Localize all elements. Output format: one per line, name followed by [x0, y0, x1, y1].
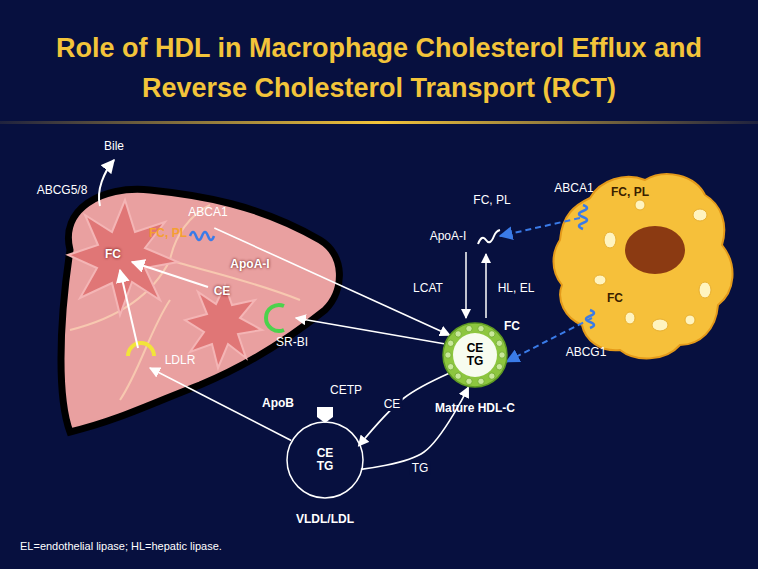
ldlr-receptor — [128, 343, 154, 356]
node-label: ApoB — [262, 397, 294, 410]
liver-illustration — [61, 160, 339, 432]
node-label: CE — [214, 285, 231, 298]
node-label: CE TG — [467, 342, 484, 368]
bile-arrow — [99, 160, 114, 206]
apoa1-molecule — [478, 230, 500, 244]
annotation-label: FC, PL — [611, 185, 649, 199]
abca1-transporter — [579, 205, 587, 229]
annotation-label: SR-BI — [276, 335, 308, 349]
annotation-label: ABCA1 — [554, 181, 593, 195]
abca1-transporter — [190, 232, 214, 240]
apob-marker — [317, 407, 333, 423]
node-label: FC — [105, 248, 121, 261]
edge-label: CE — [382, 397, 403, 411]
node-label: ApoA-I — [230, 258, 269, 271]
annotation-label: ABCA1 — [188, 205, 227, 219]
title-rule — [0, 121, 758, 124]
annotation-label: ApoA-I — [430, 229, 467, 243]
flow-arrow — [214, 228, 450, 335]
annotation-label: LCAT — [413, 281, 443, 295]
slide-title: Role of HDL in Macrophage Cholesterol Ef… — [19, 28, 739, 108]
transfer-arrow — [132, 262, 208, 287]
vldl-ldl-particle: ApoBCE TGVLDL/LDL — [286, 421, 364, 499]
transfer-arrow — [120, 270, 138, 348]
annotation-label: ABCG1 — [566, 345, 607, 359]
sr-bi-receptor — [266, 305, 284, 331]
footnote: EL=endothelial lipase; HL=hepatic lipase… — [20, 540, 222, 552]
annotation-label: FC, PL — [149, 226, 187, 240]
annotation-label: FC, PL — [473, 193, 510, 207]
node-label: VLDL/LDL — [296, 513, 354, 526]
efflux-arrow — [500, 218, 580, 236]
flow-arrow — [361, 387, 469, 469]
annotation-label: CETP — [330, 383, 362, 397]
annotation-label: HL, EL — [498, 281, 535, 295]
annotation-label: FC — [504, 319, 520, 333]
annotation-label: LDLR — [165, 353, 196, 367]
annotation-label: Bile — [104, 139, 124, 153]
lipase-arrow — [485, 254, 487, 318]
lcat-arrow — [465, 252, 467, 318]
hdl-particle: CE TGMature HDL-C — [442, 322, 508, 388]
edge-label: TG — [410, 461, 431, 475]
node-label: Mature HDL-C — [435, 402, 515, 415]
macrophage-illustration — [500, 174, 733, 358]
node-label: CE TG — [317, 447, 334, 473]
annotation-label: ABCG5/8 — [37, 183, 88, 197]
node-label: FC — [607, 292, 623, 305]
